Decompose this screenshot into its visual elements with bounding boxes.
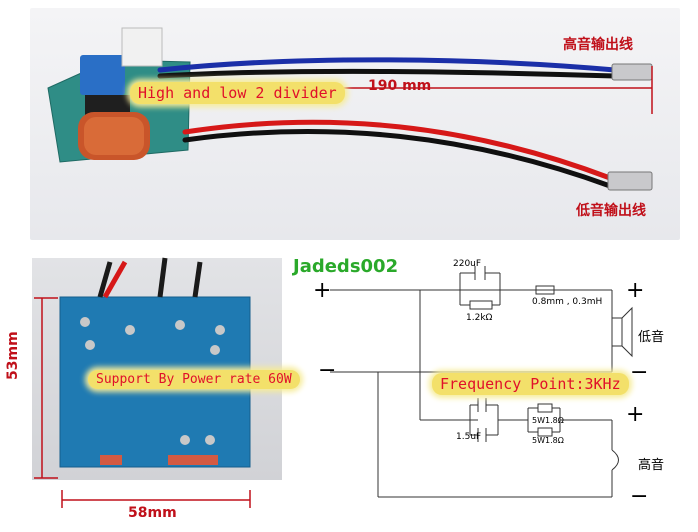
board-height-label: 53mm [5, 331, 21, 380]
cap-top-label: 220uF [453, 259, 482, 269]
top-wires [157, 57, 618, 189]
board-width-label: 58mm [128, 505, 177, 521]
length-dimension [322, 66, 653, 114]
tweeter-plus: + [626, 402, 645, 427]
cap-bottom-label: 1.5uF [456, 432, 482, 442]
bottom-board [59, 257, 251, 468]
watermark-text: Jadeds002 [293, 256, 399, 277]
coil [78, 112, 150, 160]
tweeter-output-label: 高音输出线 [563, 37, 633, 53]
woofer-plus: + [626, 278, 645, 303]
inductor-label: 0.8mm , 0.3mH [532, 297, 603, 307]
top-caption-tag: High and low 2 divider [130, 82, 345, 104]
woofer-label: 低音 [638, 330, 665, 345]
schematic-wiring [330, 266, 633, 498]
input-minus: − [318, 358, 337, 383]
input-plus: + [313, 278, 332, 303]
res-bottom-2-label: 5W1.8Ω [532, 436, 564, 445]
tweeter-minus: − [630, 484, 649, 509]
top-connectors [607, 63, 653, 191]
woofer-minus: − [630, 360, 649, 385]
tweeter-label: 高音 [638, 458, 665, 473]
res-bottom-1-label: 5W1.8Ω [532, 416, 564, 425]
res-top-label: 1.2kΩ [466, 313, 493, 323]
woofer-output-label: 低音输出线 [576, 203, 646, 219]
board-caption-tag: Support By Power rate 60W [88, 370, 300, 389]
length-dimension-label: 190 mm [368, 78, 432, 94]
board-dimensions [34, 297, 251, 508]
schematic-caption-tag: Frequency Point:3KHz [432, 373, 629, 395]
